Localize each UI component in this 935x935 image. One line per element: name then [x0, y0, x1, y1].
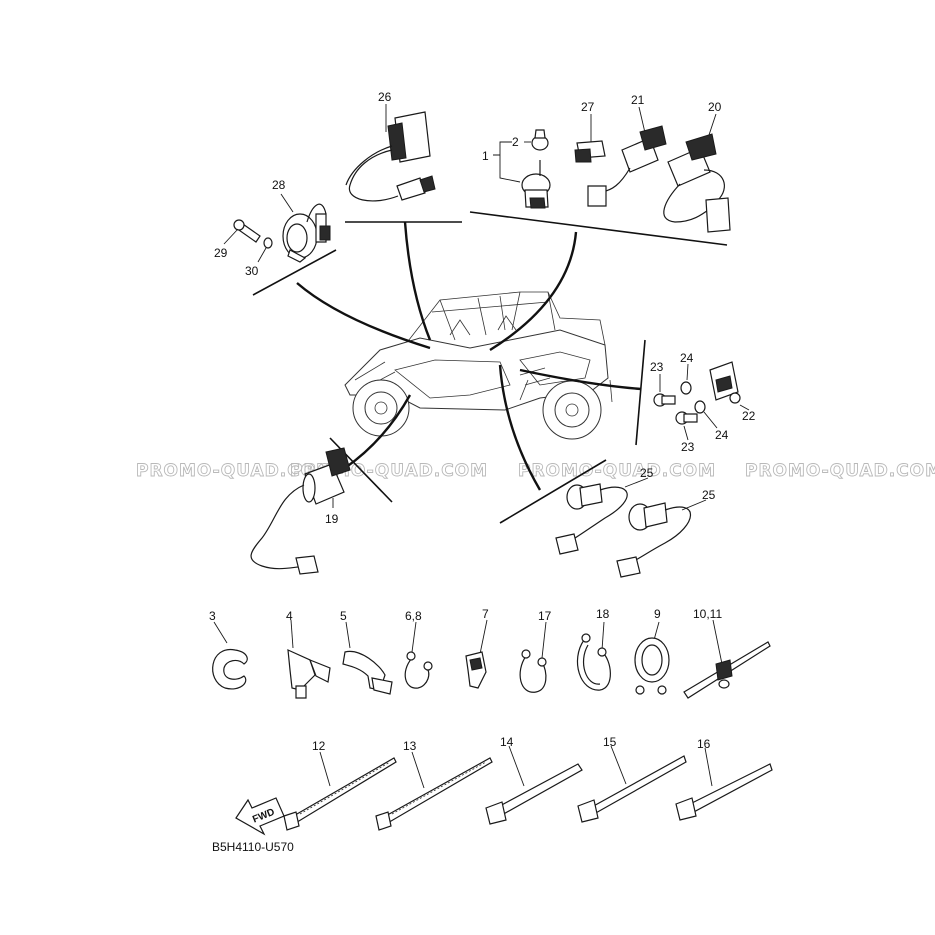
callout-24: 24 [680, 351, 694, 365]
callout-18: 18 [596, 607, 610, 621]
part-9-clamp [634, 621, 670, 695]
part-17-clip [519, 621, 547, 693]
part-21-switch [587, 106, 667, 207]
callout-16: 16 [697, 737, 711, 751]
part-14-cable-tie [485, 745, 583, 825]
part-19-socket [250, 447, 351, 575]
part-26-switch [345, 104, 436, 202]
part-24-washer [694, 400, 718, 429]
part-30-washer [257, 237, 273, 263]
fwd-arrow-icon: FWD [235, 797, 285, 836]
watermark-text: PROMO-QUAD.COM [745, 461, 935, 481]
part-1-main-switch [493, 129, 551, 209]
callout-23: 23 [681, 440, 695, 454]
callout-9: 9 [654, 607, 661, 621]
callout-10-11: 10,11 [693, 607, 722, 621]
callout-14: 14 [500, 735, 514, 749]
part-23-bolt [675, 411, 698, 441]
callout-7: 7 [482, 607, 489, 621]
part-23-bolt [653, 374, 676, 407]
callout-3: 3 [209, 609, 216, 623]
callout-21: 21 [631, 93, 645, 107]
part-3-clip [212, 621, 248, 690]
callout-29: 29 [214, 246, 228, 260]
part-6-8-clip [404, 621, 433, 689]
callout-30: 30 [245, 264, 259, 278]
part-27-connector [574, 114, 606, 163]
callout-15: 15 [603, 735, 617, 749]
part-7-clamp [465, 619, 488, 689]
part-25-socket [555, 477, 649, 555]
part-29-bolt [223, 219, 261, 245]
part-20-switch [663, 113, 731, 233]
callout-26: 26 [378, 90, 392, 104]
callout-13: 13 [403, 739, 417, 753]
watermark-text: PROMO-QUAD.COM [136, 461, 334, 481]
callout-12: 12 [312, 739, 326, 753]
part-28-horn [280, 193, 331, 263]
callout-24: 24 [715, 428, 729, 442]
diagram-code: B5H4110-U570 [212, 840, 294, 854]
callout-17: 17 [538, 609, 552, 623]
callout-numbers: 26 27 21 20 2 1 28 29 30 24 23 22 24 23 … [209, 90, 756, 753]
part-4-clamp [287, 619, 331, 699]
part-13-cable-tie [375, 751, 493, 831]
part-12-cable-tie [283, 751, 397, 831]
callout-20: 20 [708, 100, 722, 114]
part-15-cable-tie [577, 745, 687, 823]
callout-25: 25 [640, 466, 654, 480]
callout-6-8: 6,8 [405, 609, 422, 623]
callout-28: 28 [272, 178, 286, 192]
callout-5: 5 [340, 609, 347, 623]
callout-4: 4 [286, 609, 293, 623]
part-25-socket [616, 499, 707, 578]
callout-27: 27 [581, 100, 595, 114]
part-10-11-band [683, 619, 771, 699]
callout-2: 2 [512, 135, 519, 149]
part-18-clip [576, 621, 611, 691]
part-24-washer [680, 363, 692, 395]
callout-22: 22 [742, 409, 756, 423]
part-5-clamp [342, 621, 393, 695]
watermark-text: PROMO-QUAD.COM [518, 461, 716, 481]
group-brackets [252, 211, 728, 524]
part-16-cable-tie [675, 747, 773, 821]
callout-25: 25 [702, 488, 716, 502]
callout-19: 19 [325, 512, 339, 526]
watermark-row: PROMO-QUAD.COM PROMO-QUAD.COM PROMO-QUAD… [136, 461, 935, 482]
vehicle-illustration [344, 291, 613, 440]
callout-23: 23 [650, 360, 664, 374]
callout-leaders [296, 221, 642, 491]
part-22-sensor [709, 361, 750, 411]
callout-1: 1 [482, 149, 489, 163]
